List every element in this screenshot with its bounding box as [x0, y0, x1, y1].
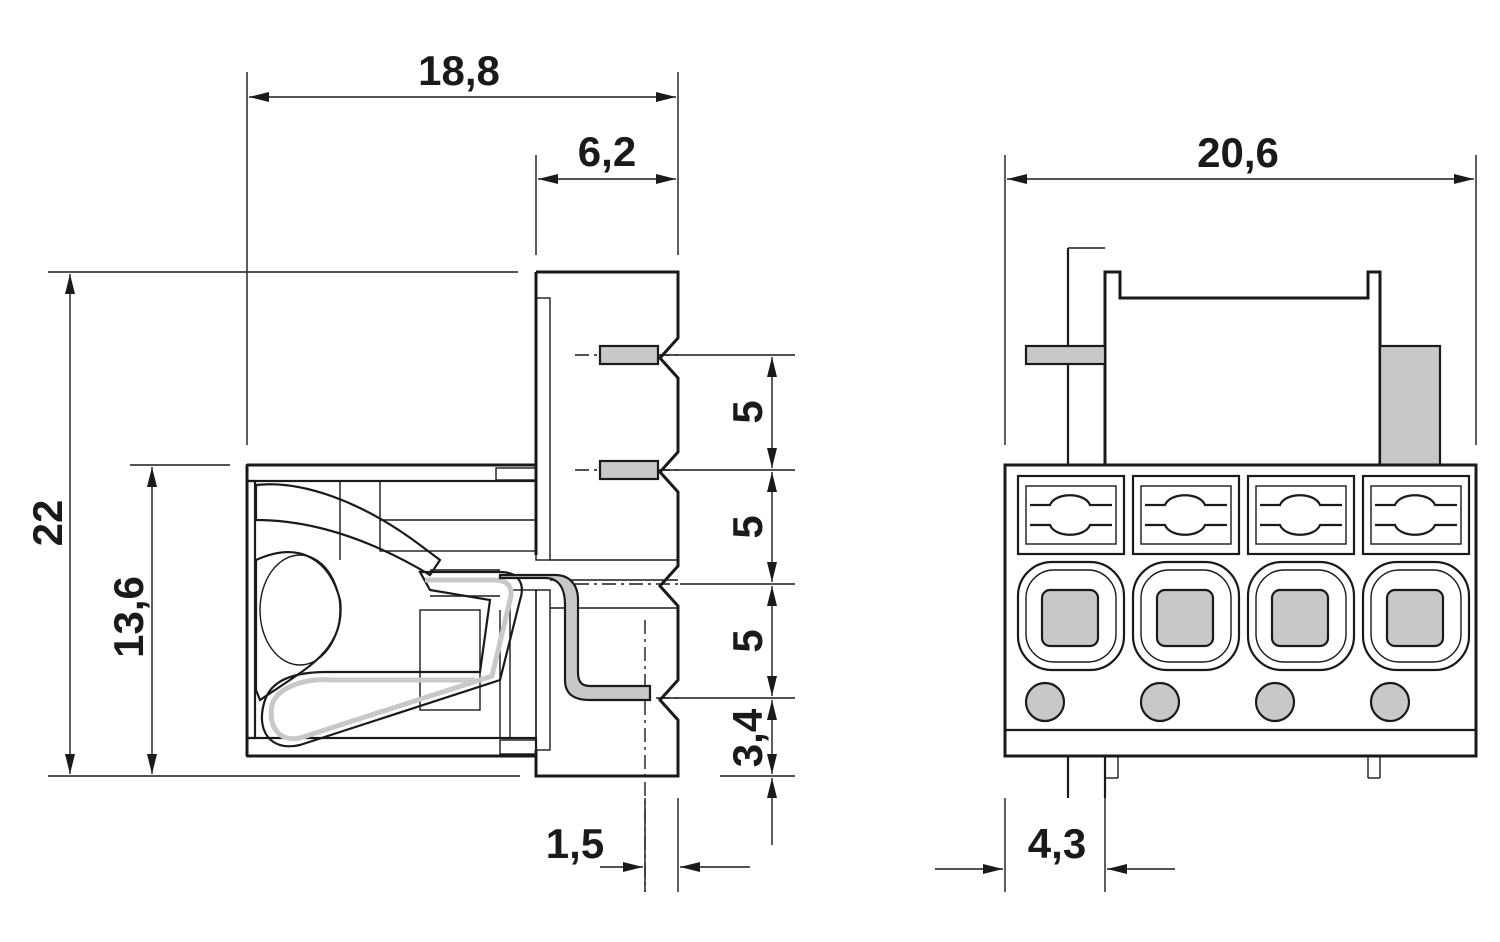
- side-center-lines: [575, 354, 680, 892]
- header-pins: [598, 344, 660, 481]
- position-1: [1016, 474, 1126, 723]
- dim-pin-offset: 3,4: [724, 708, 771, 767]
- dim-front-offset: 4,3: [1028, 820, 1086, 867]
- position-3: [1246, 474, 1356, 723]
- position-2: [1131, 474, 1241, 723]
- dim-pitch-2: 5: [724, 515, 771, 538]
- dim-pin-to-edge: 1,5: [546, 820, 604, 867]
- dim-overall-height: 22: [24, 500, 71, 547]
- front-header: [1024, 247, 1442, 798]
- front-dimension-labels: 20,6 4,3: [1028, 129, 1279, 867]
- dim-top-width: 6,2: [578, 128, 636, 175]
- front-extension-lines: [1004, 155, 1477, 892]
- plug-front-body: [1003, 463, 1478, 758]
- dim-overall-width: 18,8: [418, 47, 500, 94]
- dim-body-height: 13,6: [105, 576, 152, 658]
- dim-pitch-3: 5: [724, 629, 771, 652]
- plug-body: [245, 463, 538, 758]
- position-4: [1361, 474, 1471, 723]
- header-back-plate: [535, 297, 551, 751]
- header-outline: [534, 270, 680, 778]
- front-view: [1003, 155, 1478, 892]
- front-dimension-arrows: [935, 174, 1474, 874]
- dim-pitch-1: 5: [724, 400, 771, 423]
- positions: [1016, 474, 1471, 723]
- side-dimension-labels: 18,8 6,2 22 13,6 5 5 5 3,4 1,5: [24, 47, 771, 867]
- side-view: [48, 72, 795, 892]
- contact-spring: [260, 569, 652, 748]
- dim-front-overall-width: 20,6: [1197, 129, 1279, 176]
- side-dimension-arrows: [65, 92, 777, 872]
